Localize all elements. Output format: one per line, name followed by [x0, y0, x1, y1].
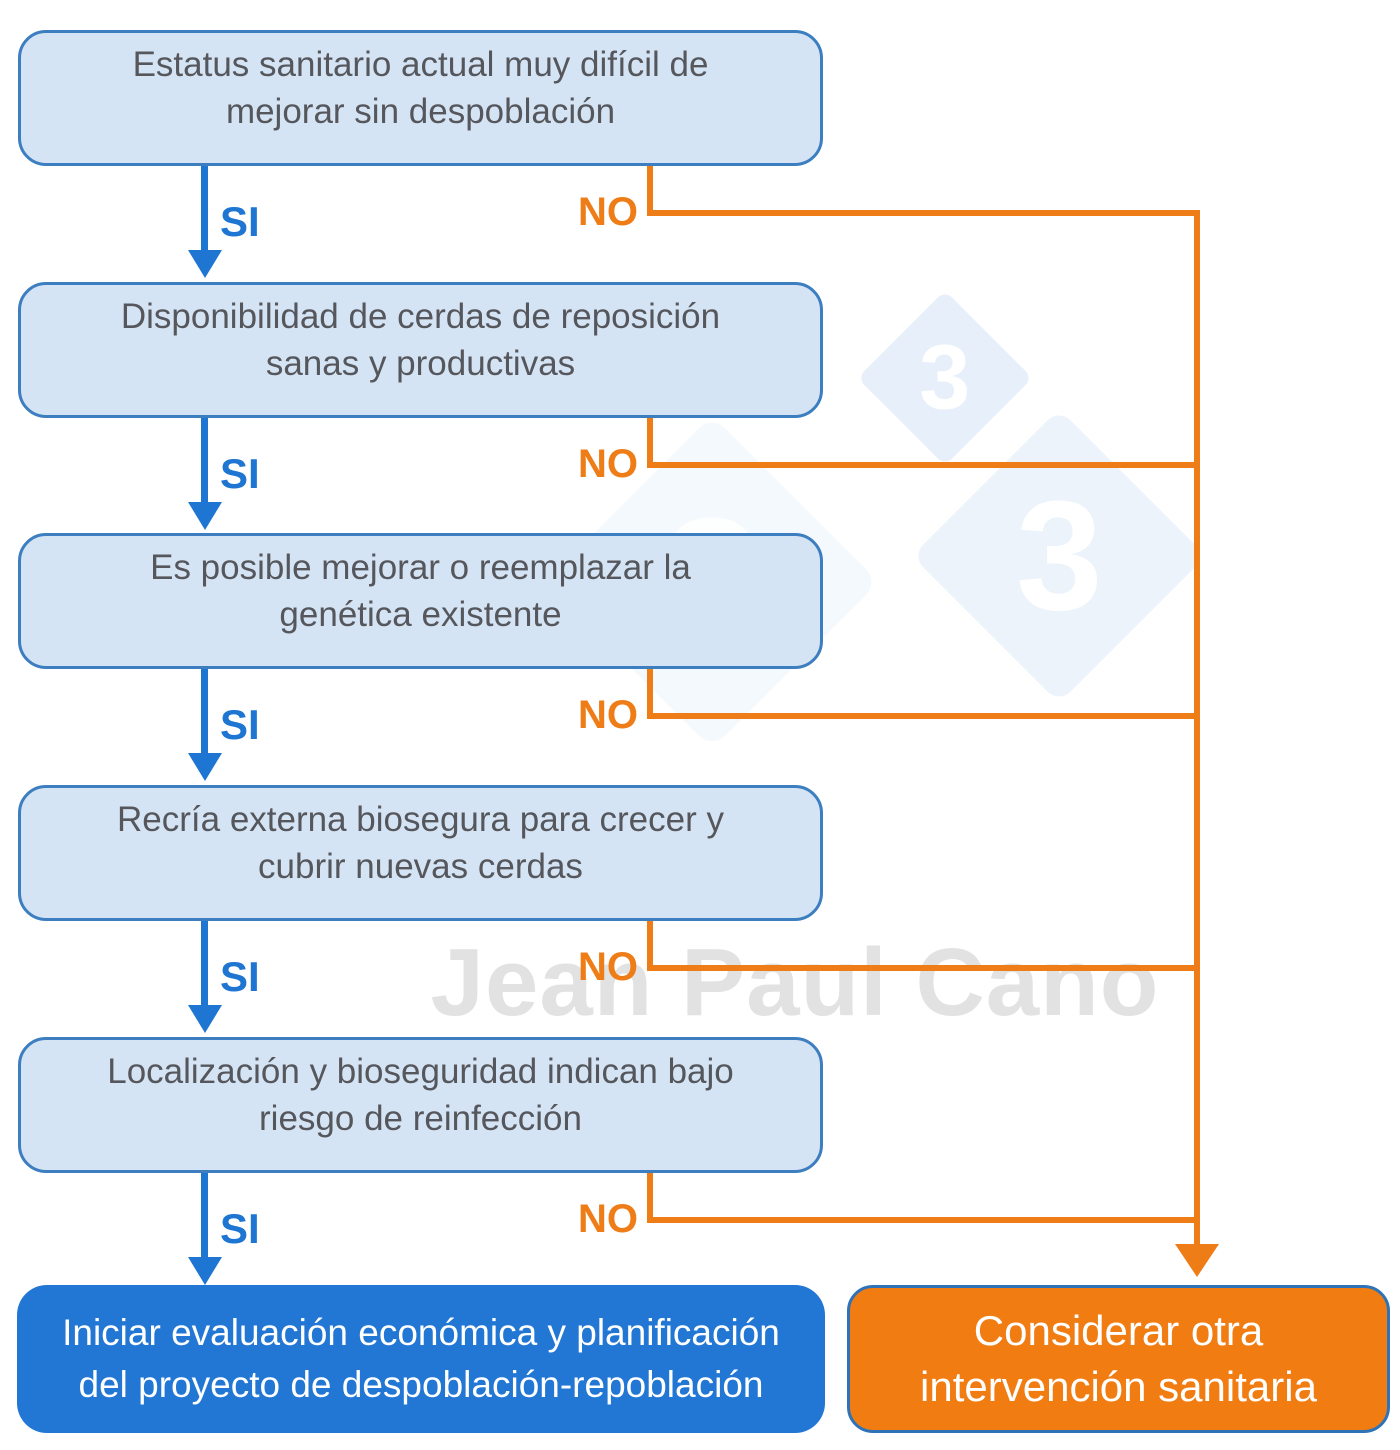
yes-arrow-line — [201, 1173, 208, 1257]
outcome-no-line1: Considerar otra — [973, 1307, 1264, 1354]
yes-label: SI — [220, 1205, 260, 1252]
no-label: NO — [578, 190, 638, 234]
yes-arrowhead-icon — [188, 250, 222, 278]
decision-box-reinfection-risk: Localización y bioseguridad indican bajo… — [18, 1037, 823, 1173]
yes-arrowhead-icon — [188, 1257, 222, 1285]
yes-label: SI — [220, 198, 260, 245]
no-connector-vertical — [647, 921, 653, 971]
yes-label: SI — [220, 701, 260, 748]
decision-text-line1: Recría externa biosegura para crecer y — [117, 800, 724, 839]
decision-text-line1: Estatus sanitario actual muy difícil de — [132, 45, 709, 84]
no-connector-vertical — [647, 166, 653, 216]
decision-text-line2: mejorar sin despoblación — [225, 92, 616, 131]
yes-arrowhead-icon — [188, 1005, 222, 1033]
no-label: NO — [578, 1197, 638, 1241]
decision-box-external-rearing: Recría externa biosegura para crecer y c… — [18, 785, 823, 921]
decision-box-genetics: Es posible mejorar o reemplazar la genét… — [18, 533, 823, 669]
decision-text-line2: cubrir nuevas cerdas — [258, 847, 583, 886]
decision-text-line1: Disponibilidad de cerdas de reposición — [120, 297, 721, 336]
yes-arrow-line — [201, 669, 208, 753]
outcome-yes-box: Iniciar evaluación económica y planifica… — [17, 1285, 825, 1433]
no-connector-horizontal — [647, 713, 1200, 719]
no-trunk-arrowhead-icon — [1175, 1244, 1219, 1277]
no-connector-vertical — [647, 1173, 653, 1223]
yes-label: SI — [220, 450, 260, 497]
decision-row-1: Estatus sanitario actual muy difícil de … — [0, 30, 1400, 282]
no-connector-horizontal — [647, 462, 1200, 468]
decision-text-line1: Es posible mejorar o reemplazar la — [150, 548, 691, 587]
no-label: NO — [578, 442, 638, 486]
decision-text-line2: sanas y productivas — [265, 344, 576, 383]
no-connector-horizontal — [647, 1217, 1200, 1223]
decision-row-3: Es posible mejorar o reemplazar la genét… — [0, 533, 1400, 785]
no-connector-horizontal — [647, 210, 1200, 216]
yes-arrowhead-icon — [188, 502, 222, 530]
outcome-no-box: Considerar otra intervención sanitaria — [847, 1285, 1390, 1433]
watermark-author-text: Jean Paul Cano — [430, 929, 1160, 1036]
yes-arrow-line — [201, 418, 208, 502]
yes-arrowhead-icon — [188, 753, 222, 781]
no-label: NO — [578, 945, 638, 989]
outcome-no-line2: intervención sanitaria — [920, 1363, 1317, 1410]
decision-box-replacement-gilts: Disponibilidad de cerdas de reposición s… — [18, 282, 823, 418]
no-connector-vertical — [647, 418, 653, 468]
decision-text-line1: Localización y bioseguridad indican bajo — [107, 1052, 734, 1091]
yes-arrow-line — [201, 166, 208, 250]
no-connector-vertical — [647, 669, 653, 719]
outcome-yes-line1: Iniciar evaluación económica y planifica… — [62, 1312, 780, 1353]
decision-row-4: Recría externa biosegura para crecer y c… — [0, 785, 1400, 1037]
no-label: NO — [578, 693, 638, 737]
outcome-yes-line2: del proyecto de despoblación-repoblación — [78, 1364, 764, 1405]
decision-text-line2: genética existente — [279, 595, 562, 634]
yes-label: SI — [220, 953, 260, 1000]
yes-arrow-line — [201, 921, 208, 1005]
decision-row-2: Disponibilidad de cerdas de reposición s… — [0, 282, 1400, 534]
decision-box-health-status: Estatus sanitario actual muy difícil de … — [18, 30, 823, 166]
decision-row-5: Localización y bioseguridad indican bajo… — [0, 1037, 1400, 1289]
decision-text-line2: riesgo de reinfección — [259, 1099, 582, 1138]
no-connector-horizontal — [647, 965, 1200, 971]
no-trunk-line — [1194, 210, 1200, 1244]
